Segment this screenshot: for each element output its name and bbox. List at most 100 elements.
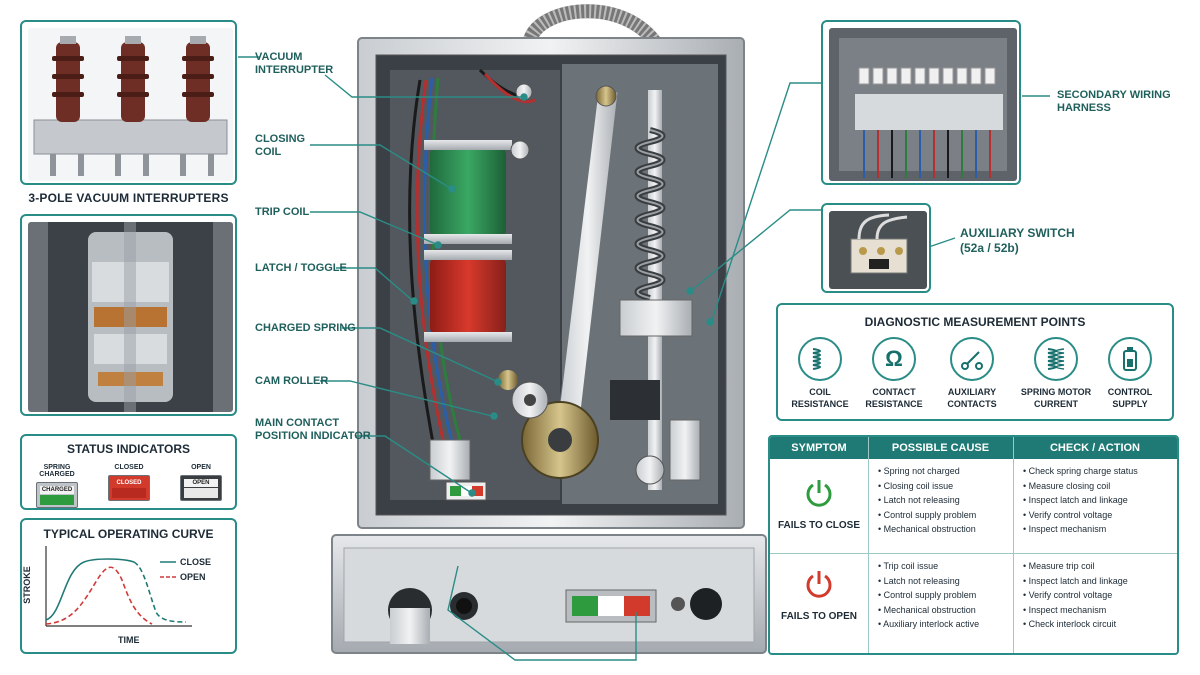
diag-label-line: CONTACTS	[947, 399, 997, 409]
inset-secondary-wiring	[821, 20, 1021, 185]
diag-label: AUXILIARY CONTACTS	[924, 386, 1020, 410]
battery-icon	[1108, 337, 1152, 381]
operating-curve-chart	[45, 546, 192, 627]
row-divider	[770, 553, 1177, 554]
coil-icon	[798, 337, 842, 381]
list-item: Measure trip coil	[1023, 559, 1128, 574]
diag-label-line: CONTACT	[872, 387, 916, 397]
callout-auxiliary-switch: AUXILIARY SWITCH (52a / 52b)	[960, 226, 1075, 256]
callout-line-2: INTERRUPTER	[255, 64, 334, 76]
actions-list: Check spring charge status Measure closi…	[1023, 464, 1138, 537]
table-header: SYMPTOM POSSIBLE CAUSE CHECK / ACTION	[770, 437, 1177, 459]
symptom-label: FAILS TO CLOSE	[777, 520, 861, 531]
list-item: Closing coil issue	[878, 479, 976, 494]
diag-label-line: RESISTANCE	[865, 399, 923, 409]
actions-list: Measure trip coil Inspect latch and link…	[1023, 559, 1128, 632]
auxiliary-contact-icon	[950, 337, 994, 381]
list-item: Mechanical obstruction	[878, 522, 976, 537]
diag-label-line: COIL	[809, 387, 831, 397]
list-item: Latch not releasing	[878, 574, 979, 589]
curve-xlabel: TIME	[118, 635, 140, 645]
status-indicators-panel: STATUS INDICATORS SPRING CHARGED CHARGED…	[20, 434, 237, 510]
callout-line-1: AUXILIARY SWITCH	[960, 226, 1075, 240]
header-check-action: CHECK / ACTION	[1049, 442, 1141, 454]
status-spring-charged: SPRING CHARGED CHARGED	[26, 464, 88, 508]
interrupter-cutaway-photo	[28, 222, 233, 412]
vacuum-interrupters-photo	[28, 28, 233, 181]
list-item: Inspect latch and linkage	[1023, 493, 1138, 508]
status-indicators-title: STATUS INDICATORS	[66, 442, 191, 456]
diag-label-line: RESISTANCE	[791, 399, 849, 409]
callout-line-1: SECONDARY WIRING	[1057, 89, 1171, 101]
list-item: Mechanical obstruction	[878, 603, 979, 618]
status-flag: CHARGED	[36, 482, 78, 508]
diag-label: CONTROL SUPPLY	[1082, 386, 1172, 410]
status-label: CLOSED	[114, 464, 144, 471]
troubleshooting-table: SYMPTOM POSSIBLE CAUSE CHECK / ACTION FA…	[768, 435, 1179, 655]
header-possible-cause: POSSIBLE CAUSE	[891, 442, 990, 454]
list-item: Check interlock circuit	[1023, 617, 1128, 632]
symptom-label: FAILS TO OPEN	[781, 611, 857, 622]
diag-control-supply: CONTROL SUPPLY	[1082, 337, 1172, 410]
power-green-icon	[806, 480, 832, 507]
breaker-mechanism-illustration	[331, 4, 767, 654]
header-symptom: SYMPTOM	[791, 442, 847, 454]
callout-line-1: VACUUM	[255, 51, 303, 63]
operating-curve-panel: TYPICAL OPERATING CURVE CLOSE OPEN STROK…	[20, 518, 237, 654]
callout-trip-coil: TRIP COIL	[255, 206, 310, 218]
list-item: Verify control voltage	[1023, 588, 1128, 603]
diag-label: COIL RESISTANCE	[778, 386, 868, 410]
symptom-fails-to-close: FAILS TO CLOSE	[770, 477, 868, 531]
diag-spring-motor-current: SPRING MOTOR CURRENT	[1008, 337, 1104, 410]
column-divider	[1013, 437, 1014, 653]
close-curve-dashed	[133, 561, 187, 623]
diagnostic-title: DIAGNOSTIC MEASUREMENT POINTS	[864, 315, 1086, 329]
column-divider	[868, 437, 869, 653]
callout-secondary-wiring: SECONDARY WIRING HARNESS	[1057, 89, 1171, 115]
inset-vacuum-caption: 3-POLE VACUUM INTERRUPTERS	[28, 191, 229, 205]
ohm-icon: Ω	[872, 337, 916, 381]
legend-open-label: OPEN	[180, 572, 206, 582]
status-open: OPEN OPEN	[170, 464, 232, 501]
callout-line-2: COIL	[255, 146, 282, 158]
inset-auxiliary-switch	[821, 203, 931, 293]
callout-latch-toggle: LATCH / TOGGLE	[255, 262, 347, 274]
status-label: OPEN	[191, 464, 211, 471]
diag-label-line: SPRING MOTOR	[1020, 387, 1092, 397]
status-flag-text: CLOSED	[112, 479, 146, 487]
inset-vacuum-interrupters	[20, 20, 237, 185]
callout-line-1: MAIN CONTACT	[255, 417, 340, 429]
status-flag-color	[184, 488, 218, 498]
spring-motor-icon	[1034, 337, 1078, 381]
list-item: Trip coil issue	[878, 559, 979, 574]
status-label: SPRING CHARGED	[39, 464, 75, 478]
status-flag-color	[112, 488, 146, 498]
list-item: Control supply problem	[878, 588, 979, 603]
operating-curve-title: TYPICAL OPERATING CURVE	[43, 527, 214, 541]
status-flag: CLOSED	[108, 475, 150, 501]
diag-label-line: CONTROL	[1107, 387, 1153, 397]
list-item: Control supply problem	[878, 508, 977, 523]
list-item: Measure closing coil	[1023, 479, 1138, 494]
status-flag: OPEN	[180, 475, 222, 501]
diag-label-line: CURRENT	[1034, 399, 1078, 409]
diag-label-line: SUPPLY	[1112, 399, 1148, 409]
status-flag-text: OPEN	[184, 479, 218, 487]
list-item: Verify control voltage	[1023, 508, 1138, 523]
power-red-icon	[806, 571, 832, 598]
close-curve-solid	[45, 558, 135, 621]
diagnostic-points-panel: DIAGNOSTIC MEASUREMENT POINTS COIL RESIS…	[776, 303, 1174, 421]
causes-list: Spring not charged Closing coil issue La…	[878, 464, 977, 537]
symptom-fails-to-open: FAILS TO OPEN	[770, 568, 868, 622]
callout-vacuum-interrupter: VACUUM INTERRUPTER	[255, 51, 333, 77]
terminal-block-photo	[829, 28, 1017, 181]
status-closed: CLOSED CLOSED	[98, 464, 160, 501]
status-flag-color	[40, 495, 74, 505]
list-item: Inspect mechanism	[1023, 522, 1138, 537]
callout-line-2: POSITION INDICATOR	[255, 430, 371, 442]
diag-label-line: AUXILIARY	[947, 387, 997, 397]
callout-charged-spring: CHARGED SPRING	[255, 322, 356, 334]
status-flag-text: CHARGED	[40, 486, 74, 494]
diag-label: SPRING MOTOR CURRENT	[1008, 386, 1104, 410]
callout-line-1: CLOSING	[255, 133, 306, 145]
